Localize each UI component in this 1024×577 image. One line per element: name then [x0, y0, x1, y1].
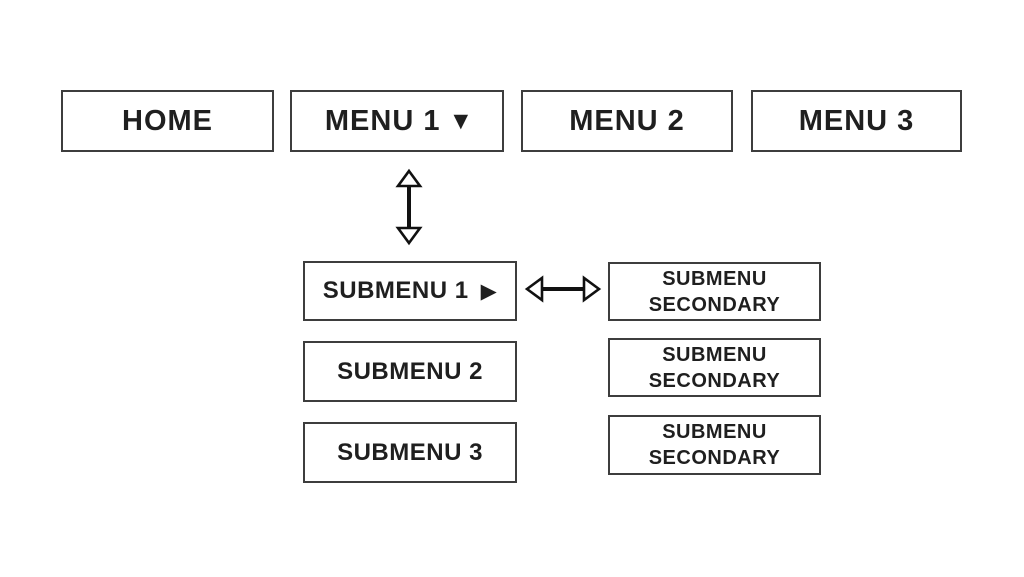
menu-item-menu3[interactable]: MENU 3 — [751, 90, 962, 152]
submenu-secondary-item-2-line2: SECONDARY — [648, 369, 781, 392]
menu-item-home[interactable]: HOME — [61, 90, 274, 152]
submenu-item-2[interactable]: SUBMENU 2 — [303, 341, 517, 402]
submenu-secondary-item-3-line2: SECONDARY — [648, 447, 781, 469]
submenu-secondary-item-3-line1: SUBMENU — [662, 421, 767, 443]
menu-item-home-label: HOME — [122, 104, 213, 137]
submenu-secondary-item-2[interactable]: SUBMENU SECONDARY — [608, 338, 821, 397]
dropdown-caret-icon: ▼ — [453, 110, 470, 132]
menu-item-menu1-label: MENU 1 — [324, 104, 441, 137]
submenu-item-3-label: SUBMENU 3 — [337, 438, 483, 466]
submenu-item-1[interactable]: SUBMENU 1 ▶ — [303, 261, 517, 321]
menu-item-menu2[interactable]: MENU 2 — [521, 90, 733, 152]
submenu-secondary-item-2-line1: SUBMENU — [662, 343, 767, 366]
menu-item-menu2-label: MENU 2 — [569, 104, 685, 137]
submenu-secondary-item-1-line2: SECONDARY — [648, 293, 781, 316]
menu-item-menu3-label: MENU 3 — [798, 104, 915, 137]
submenu-item-3[interactable]: SUBMENU 3 — [303, 422, 517, 483]
flyout-caret-icon: ▶ — [480, 279, 498, 303]
submenu-secondary-item-1[interactable]: SUBMENU SECONDARY — [608, 262, 821, 321]
submenu-secondary-item-1-line1: SUBMENU — [662, 267, 767, 290]
horizontal-double-arrow-icon — [524, 275, 602, 303]
vertical-double-arrow-icon — [395, 168, 423, 246]
menu-item-menu1[interactable]: MENU 1 ▼ — [290, 90, 504, 152]
submenu-item-2-label: SUBMENU 2 — [337, 357, 483, 385]
submenu-secondary-item-3[interactable]: SUBMENU SECONDARY — [608, 415, 821, 475]
submenu-item-1-label: SUBMENU 1 — [322, 277, 469, 304]
